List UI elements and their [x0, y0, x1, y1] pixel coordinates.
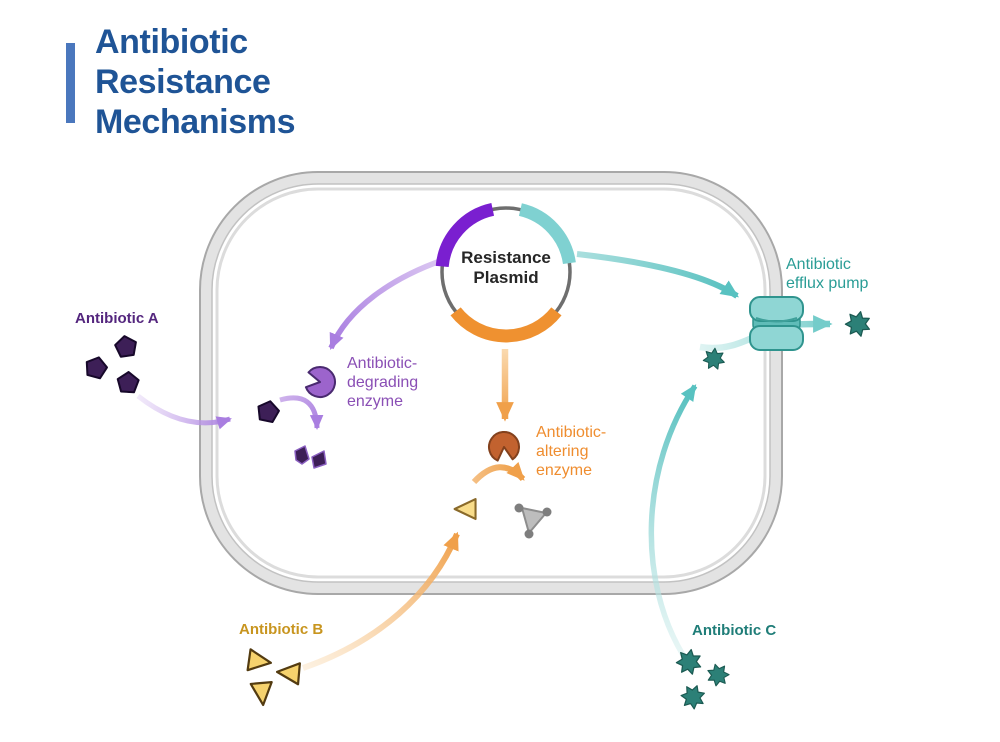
antibiotic-a-pentagon: [116, 370, 141, 394]
resistance-plasmid-icon: [435, 203, 576, 343]
cell-membrane: [199, 171, 783, 595]
arrow-plasmid-to-efflux-pump: [576, 251, 739, 299]
degraded-antibiotic-fragments: [294, 445, 327, 469]
antibiotic-b-triangle: [249, 681, 275, 707]
arrow-antibiotic-a-entry: [136, 394, 232, 430]
efflux-pump-icon: [749, 296, 804, 351]
degrading-enzyme-label: Antibiotic- degrading enzyme: [347, 355, 419, 410]
antibiotic-b-triangle-inside: [453, 497, 477, 521]
antibiotic-b-label: Antibiotic B: [239, 621, 324, 638]
antibiotic-c-star-exported: [842, 308, 874, 339]
title-accent-bar: [66, 43, 75, 123]
antibiotic-c-star: [704, 660, 732, 688]
resistance-plasmid-label: Resistance Plasmid: [461, 248, 551, 287]
plasmid-segment-orange: [450, 307, 562, 343]
altering-enzyme-label: Antibiotic- altering enzyme: [536, 424, 607, 479]
antibiotic-a-pentagon: [82, 353, 110, 381]
altered-antibiotic-molecule: [514, 503, 552, 539]
arrow-antibiotic-c-entry: [648, 384, 698, 657]
antibiotic-c-star: [677, 681, 709, 712]
arrow-antibiotic-b-entry: [302, 531, 460, 671]
antibiotic-c-label: Antibiotic C: [692, 622, 777, 639]
antibiotic-b-molecules: [246, 497, 477, 707]
altering-enzyme-icon: [488, 431, 520, 462]
degrading-enzyme-icon: [304, 366, 336, 398]
plasmid-segment-purple: [435, 203, 495, 268]
antibiotic-a-pentagon-inside: [254, 398, 282, 424]
efflux-pump-label: Antibiotic efflux pump: [786, 256, 869, 292]
page-title: Antibiotic Resistance Mechanisms: [95, 23, 296, 141]
arrow-alteration: [471, 461, 526, 485]
antibiotic-a-molecules: [82, 333, 282, 424]
antibiotic-b-triangle: [246, 648, 274, 675]
antibiotic-b-triangle: [275, 660, 301, 686]
plasmid-segment-teal: [518, 203, 576, 265]
arrow-degradation: [279, 395, 324, 430]
arrow-plasmid-to-degrading-enzyme: [328, 257, 444, 351]
antibiotic-a-pentagon: [113, 333, 139, 359]
antibiotic-a-label: Antibiotic A: [75, 310, 159, 327]
